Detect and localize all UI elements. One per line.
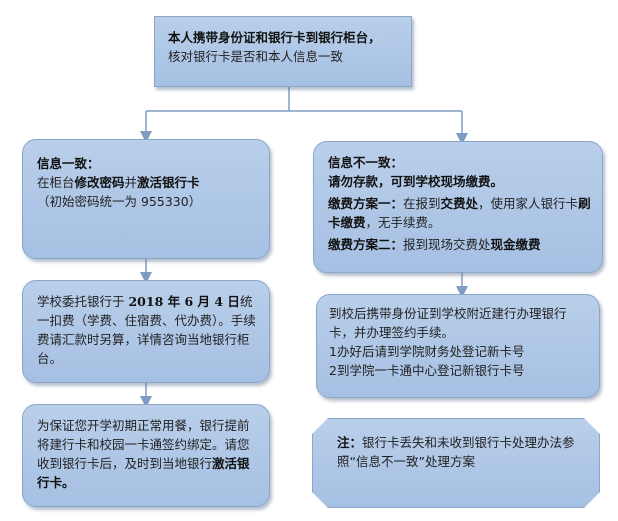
note-label: 注：: [337, 435, 363, 450]
plan2-text-a: 报到现场交费处: [403, 237, 491, 252]
note-box: 注：银行卡丢失和未收到银行卡处理办法参照“信息不一致”处理方案: [312, 418, 600, 508]
new-card-box: 到校后携带身份证到学校附近建行办理银行卡，并办理签约手续。 1办好后请到学院财务…: [316, 294, 600, 398]
info-match-text-b: 修改密码: [74, 175, 125, 190]
top-text-e: 到: [305, 30, 319, 45]
meal-card-activate: 激活银行卡。: [37, 456, 250, 490]
deduction-box: 学校委托银行于 2018 年 6 月 4 日统一扣费（学费、住宿费、代办费）。手…: [22, 280, 270, 383]
meal-card-box: 为保证您开学初期正常用餐，银行提前将建行卡和校园一卡通签约绑定。请您收到银行卡后…: [22, 404, 270, 507]
top-text-f: 银行柜台: [318, 30, 369, 45]
top-text-g: ，: [368, 30, 381, 45]
top-text-d: 银行卡: [268, 30, 306, 45]
plan1-text-e: ，无手续费。: [365, 215, 441, 230]
deduction-text-a: 学校委托银行于: [37, 294, 129, 309]
info-match-heading: 信息一致：: [37, 156, 100, 171]
meal-card-text: 为保证您开学初期正常用餐，银行提前将建行卡和校园一卡通签约绑定。请您收到银行卡后…: [37, 416, 257, 492]
info-mismatch-box: 信息不一致： 请勿存款，可到学校现场缴费。 缴费方案一：在报到交费处，使用家人银…: [313, 141, 603, 273]
plan1-text-c: ，使用家人银行卡: [478, 196, 579, 211]
note-body: 银行卡丢失和未收到银行卡处理办法参照“信息不一致”处理方案: [337, 435, 575, 469]
top-box-line1: 本人携带身份证和银行卡到银行柜台，: [168, 28, 411, 47]
new-card-step2: 2到学院一卡通中心登记新银行卡号: [329, 363, 525, 378]
info-match-line2: 在柜台修改密码并激活银行卡: [37, 173, 269, 192]
deduction-date: 2018 年 6 月 4 日: [128, 294, 240, 309]
info-match-box: 信息一致： 在柜台修改密码并激活银行卡 （初始密码统一为 955330）: [22, 139, 270, 259]
info-match-password: （初始密码统一为 955330）: [37, 194, 202, 209]
info-mismatch-line2: 请勿存款，可到学校现场缴费。: [328, 172, 592, 191]
payment-plan-2: 缴费方案二：报到现场交费处现金缴费: [328, 235, 592, 254]
info-match-text-c: 并: [124, 175, 138, 190]
note-text: 注：银行卡丢失和未收到银行卡处理办法参照“信息不一致”处理方案: [337, 433, 577, 471]
plan2-text-b: 现金缴费: [490, 237, 541, 252]
info-mismatch-text-b: 现场缴费。: [440, 174, 504, 189]
top-box: 本人携带身份证和银行卡到银行柜台， 核对银行卡是否和本人信息一致: [154, 16, 412, 87]
plan2-label: 缴费方案二：: [328, 237, 404, 252]
payment-plan-1: 缴费方案一：在报到交费处，使用家人银行卡刷卡缴费，无手续费。: [328, 194, 592, 232]
top-text-a: 本人携带: [168, 30, 219, 45]
deduction-text: 学校委托银行于 2018 年 6 月 4 日统一扣费（学费、住宿费、代办费）。手…: [37, 292, 257, 368]
info-mismatch-heading: 信息不一致：: [328, 155, 404, 170]
plan1-text-a: 在报到: [403, 196, 441, 211]
info-match-text-d: 激活银行卡: [137, 175, 200, 190]
meal-card-text-a: 为保证您开学初期正常用餐，银行提前将建行卡和校园一卡通签约绑定。请您收到银行卡后…: [37, 418, 250, 471]
plan1-text-d: 刷卡缴费: [328, 196, 591, 230]
top-box-line2: 核对银行卡是否和本人信息一致: [168, 49, 344, 64]
new-card-instructions: 到校后携带身份证到学校附近建行办理银行卡，并办理签约手续。: [329, 306, 567, 340]
top-text-b: 身份证: [218, 30, 256, 45]
plan1-label: 缴费方案一：: [328, 196, 404, 211]
deduction-text-c: 统一扣费（学费、住宿费、代办费）。手续费请汇款时另算，详情咨询当地银行柜台。: [37, 294, 256, 366]
info-match-text-a: 在柜台: [37, 175, 75, 190]
new-card-step1: 1办好后请到学院财务处登记新卡号: [329, 344, 525, 359]
plan1-text-b: 交费处: [440, 196, 479, 211]
top-text-c: 和: [255, 30, 269, 45]
info-mismatch-text-a: 请勿存款，可到学校: [328, 174, 441, 189]
